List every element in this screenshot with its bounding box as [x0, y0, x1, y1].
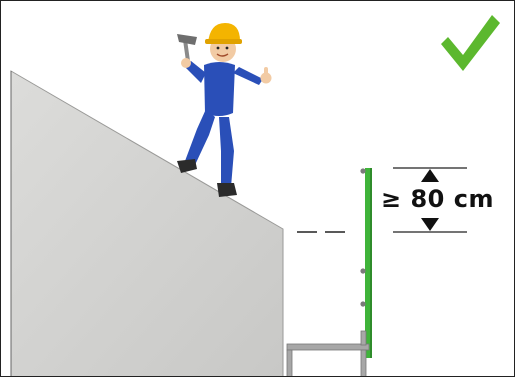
min-height-label: ≥ 80 cm — [381, 185, 494, 213]
scaffold-top-bar — [286, 343, 370, 351]
railing-bolt-mid — [360, 268, 366, 274]
helmet-icon — [205, 23, 242, 44]
scaffold-support — [360, 330, 367, 346]
worker-figure — [177, 23, 272, 197]
railing-post — [365, 168, 371, 358]
railing-bolt-low — [360, 301, 366, 307]
scaffold-left-leg — [286, 349, 293, 376]
railing-bolt-top — [360, 168, 366, 174]
arrow-up-icon — [421, 169, 439, 182]
sloped-roof — [10, 70, 284, 376]
railing-post-shadow — [370, 168, 372, 358]
check-mark-icon — [441, 15, 500, 71]
scaffold-right-leg — [360, 349, 367, 376]
arrow-down-icon — [421, 218, 439, 231]
